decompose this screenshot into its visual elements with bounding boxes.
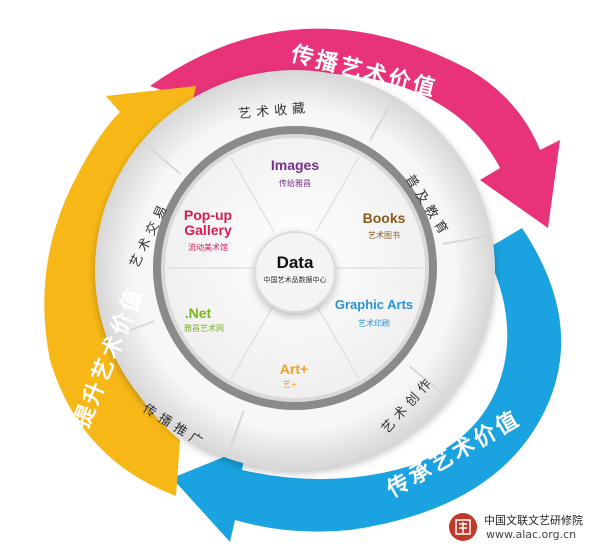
segment-graphic-subtitle: 艺术印刷 xyxy=(358,319,390,328)
segment-divider xyxy=(315,303,360,380)
segment-divider xyxy=(230,303,275,380)
data-subtitle: 中国艺术品数据中心 xyxy=(263,276,327,284)
ring-divider xyxy=(369,98,395,141)
footer-url: www.alac.org.cn xyxy=(486,528,577,541)
footer-logo: 中国文联文艺研修院 www.alac.org.cn xyxy=(448,510,598,544)
segment-art-title: Art+ xyxy=(279,361,309,377)
segment-net-subtitle: 雅昌艺术网 xyxy=(184,324,224,333)
segment-popup-title: Pop-up Gallery xyxy=(183,207,233,238)
segment-divider xyxy=(315,156,360,233)
ring-divider xyxy=(226,410,245,457)
segment-books-subtitle: 艺术图书 xyxy=(368,231,400,240)
segment-images-subtitle: 传给雅昌 xyxy=(279,179,311,188)
ring-divider xyxy=(442,234,491,245)
segment-divider xyxy=(230,156,275,233)
segment-graphic-title: Graphic Arts xyxy=(334,297,414,312)
segment-popup-subtitle: 流动美术馆 xyxy=(188,243,228,252)
data-hub xyxy=(254,231,336,313)
yellow-arrow xyxy=(44,86,197,496)
segment-images-title: Images xyxy=(270,157,320,173)
blue-arrow xyxy=(172,228,562,542)
data-title: Data xyxy=(276,253,314,272)
ring-divider xyxy=(108,320,155,339)
segment-net-title: .Net xyxy=(184,305,212,321)
footer-name: 中国文联文艺研修院 xyxy=(484,514,583,527)
segment-books-title: Books xyxy=(362,210,406,226)
segment-art-subtitle: 艺+ xyxy=(282,380,298,389)
ring-divider xyxy=(142,141,181,175)
seal-icon xyxy=(449,513,477,541)
ring-divider xyxy=(409,365,448,399)
